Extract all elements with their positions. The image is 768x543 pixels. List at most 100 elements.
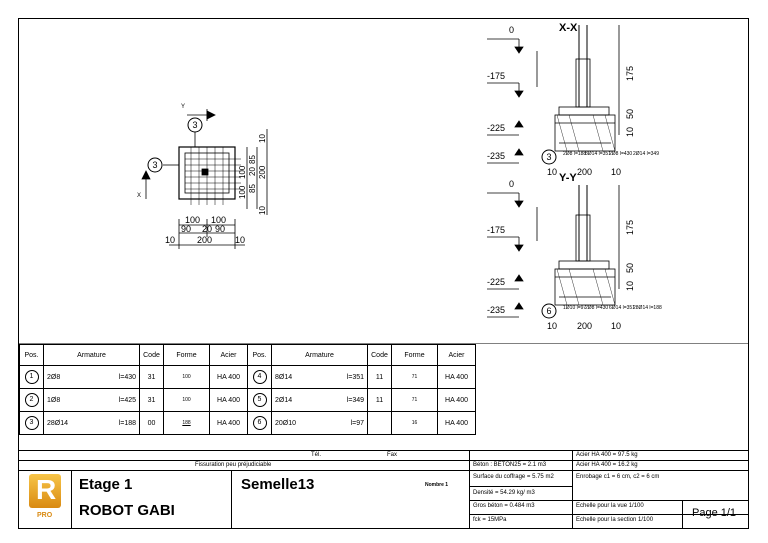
svg-text:100: 100 [211, 215, 226, 225]
svg-text:200: 200 [197, 235, 212, 245]
svg-text:28Ø14 l=188: 28Ø14 l=188 [633, 305, 662, 311]
svg-text:6Ø14 l=351: 6Ø14 l=351 [609, 305, 635, 311]
plan-view [141, 109, 268, 249]
pos-marker: 2 [24, 393, 39, 407]
svg-text:10: 10 [625, 127, 635, 137]
section-yy-bottom-dims: 10 200 10 [547, 321, 621, 331]
svg-text:10: 10 [611, 321, 621, 331]
etage-label: Etage 1 [79, 476, 133, 493]
plan-axis-y: Y [181, 104, 185, 110]
plan-right-dims: 100 100 85 20 85 200 10 10 [238, 134, 267, 215]
svg-text:10: 10 [547, 167, 557, 177]
svg-text:0: 0 [509, 25, 514, 35]
svg-text:10: 10 [611, 167, 621, 177]
fissuration-text: Fissuration peu préjudiciable [195, 462, 272, 468]
plan-bottom-dims: 100 100 90 20 90 10 200 10 [165, 215, 245, 245]
section-xx-geometry [487, 25, 620, 164]
acier-total-2: Acier HA 400 = 16.2 kg [576, 462, 638, 468]
section-yy-marker-label: 6 [546, 306, 551, 316]
svg-text:-235: -235 [487, 151, 505, 161]
robot-logo: R PRO [23, 474, 67, 524]
svg-text:20: 20 [202, 224, 212, 234]
nombre-label: Nombre 1 [425, 482, 449, 488]
svg-text:8Ø14 l=351: 8Ø14 l=351 [585, 151, 611, 157]
company-name: ROBOT GABI [79, 502, 175, 519]
svg-text:20: 20 [248, 167, 257, 176]
svg-text:10: 10 [258, 206, 267, 215]
section-xx-title: X-X [559, 22, 578, 34]
section-yy-marker [541, 303, 557, 319]
shape-sketch: 16 [391, 411, 438, 435]
element-name: Semelle13 [241, 476, 315, 493]
pos-marker: 5 [252, 393, 267, 407]
plan-marker-top [187, 117, 203, 133]
surface-coffrage: Surface du coffrage = 5.75 m2 [473, 474, 554, 480]
svg-text:85: 85 [248, 155, 257, 164]
svg-text:-225: -225 [487, 277, 505, 287]
echelle-section: Echelle pour la section 1/100 [576, 517, 654, 523]
svg-text:200: 200 [577, 167, 592, 177]
section-xx-marker-label: 3 [546, 152, 551, 162]
section-yy-levels: 0 -175 -225 -235 [487, 179, 514, 315]
svg-text:90: 90 [181, 224, 191, 234]
svg-text:10: 10 [235, 235, 245, 245]
section-yy-title: Y-Y [559, 172, 577, 184]
plan-axis-x: X [137, 193, 141, 199]
svg-text:175: 175 [625, 66, 635, 81]
svg-text:-225: -225 [487, 123, 505, 133]
pos-marker: 4 [252, 370, 267, 384]
drawing-area: 3 3 Y X 100 100 85 20 85 200 10 10 100 1… [19, 22, 748, 344]
section-yy-bar-labels: 1Ø10 l=97 2Ø8 l=430 6Ø14 l=351 28Ø14 l=1… [563, 305, 662, 311]
drawing-sheet: 3 3 Y X 100 100 85 20 85 200 10 10 100 1… [18, 18, 749, 529]
svg-text:200: 200 [577, 321, 592, 331]
svg-text:2Ø8 l=430: 2Ø8 l=430 [585, 305, 608, 311]
plan-marker-left-label: 3 [152, 160, 157, 170]
section-xx-levels: 0 -175 -225 -235 [487, 25, 514, 161]
svg-text:10: 10 [165, 235, 175, 245]
svg-text:-235: -235 [487, 305, 505, 315]
svg-text:200: 200 [258, 165, 267, 179]
svg-text:90: 90 [215, 224, 225, 234]
pos-marker: 3 [24, 416, 39, 430]
shape-sketch: 71 [391, 365, 438, 389]
svg-text:2Ø8 l=430: 2Ø8 l=430 [609, 151, 632, 157]
beton-volume: Béton : BETON25 = 2.1 m3 [473, 462, 547, 468]
svg-text:-175: -175 [487, 71, 505, 81]
svg-text:1Ø10 l=97: 1Ø10 l=97 [563, 305, 586, 311]
svg-text:100: 100 [238, 165, 247, 179]
section-yy-geometry [487, 185, 620, 318]
svg-text:0: 0 [509, 179, 514, 189]
gros-beton: Gros béton = 0.484 m3 [473, 503, 535, 509]
section-xx-marker [541, 149, 557, 165]
fax-label: Fax [387, 452, 398, 458]
shape-sketch: 100 [163, 388, 210, 412]
section-xx-bottom-dims: 10 200 10 [547, 167, 621, 177]
svg-text:2Ø8 l=188: 2Ø8 l=188 [563, 151, 586, 157]
svg-text:85: 85 [248, 184, 257, 193]
svg-text:50: 50 [625, 109, 635, 119]
enrobage: Enrobage c1 = 6 cm, c2 = 6 cm [576, 474, 660, 480]
svg-text:100: 100 [185, 215, 200, 225]
svg-text:-175: -175 [487, 225, 505, 235]
section-xx-bar-labels: 2Ø8 l=188 8Ø14 l=351 2Ø8 l=430 2Ø14 l=34… [563, 151, 659, 157]
pos-marker: 6 [252, 416, 267, 430]
plan-marker-left [147, 157, 163, 173]
fck: fck = 15MPa [473, 517, 507, 523]
plan-marker-top-label: 3 [192, 120, 197, 130]
svg-text:10: 10 [547, 321, 557, 331]
page-number: Page 1/1 [692, 507, 737, 519]
svg-text:2Ø14 l=349: 2Ø14 l=349 [633, 151, 659, 157]
shape-sketch: 71 [391, 388, 438, 412]
pos-marker: 1 [24, 370, 39, 384]
densite: Densité = 54.29 kg/ m3 [473, 490, 535, 496]
svg-text:175: 175 [625, 220, 635, 235]
tel-label: Tél. [311, 452, 322, 458]
echelle-vue: Echelle pour la vue 1/100 [576, 503, 644, 509]
svg-text:50: 50 [625, 263, 635, 273]
section-xx-dims: 175 50 10 [625, 66, 635, 137]
